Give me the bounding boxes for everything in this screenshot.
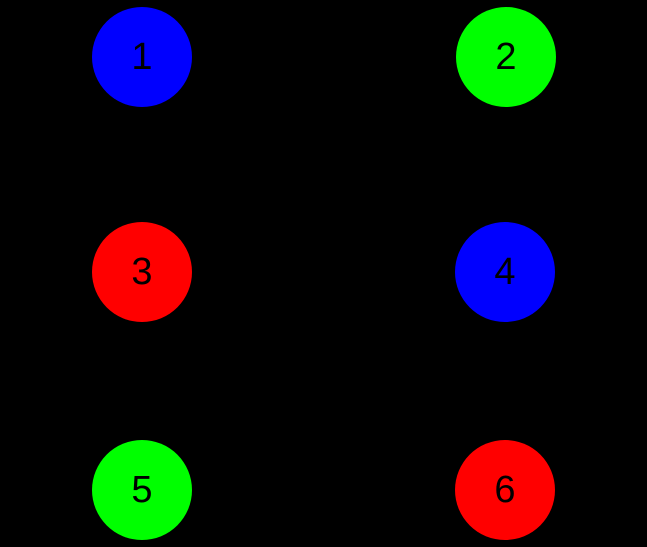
- node-label-6: 6: [494, 469, 516, 511]
- graph-node-2: 2: [456, 7, 556, 107]
- graph-node-1: 1: [92, 7, 192, 107]
- graph-node-5: 5: [92, 440, 192, 540]
- graph-node-3: 3: [92, 222, 192, 322]
- graph-node-6: 6: [455, 440, 555, 540]
- node-label-3: 3: [131, 251, 153, 293]
- graph-node-4: 4: [455, 222, 555, 322]
- node-label-2: 2: [495, 36, 517, 78]
- node-label-1: 1: [131, 36, 153, 78]
- node-label-4: 4: [494, 251, 516, 293]
- node-label-5: 5: [131, 469, 153, 511]
